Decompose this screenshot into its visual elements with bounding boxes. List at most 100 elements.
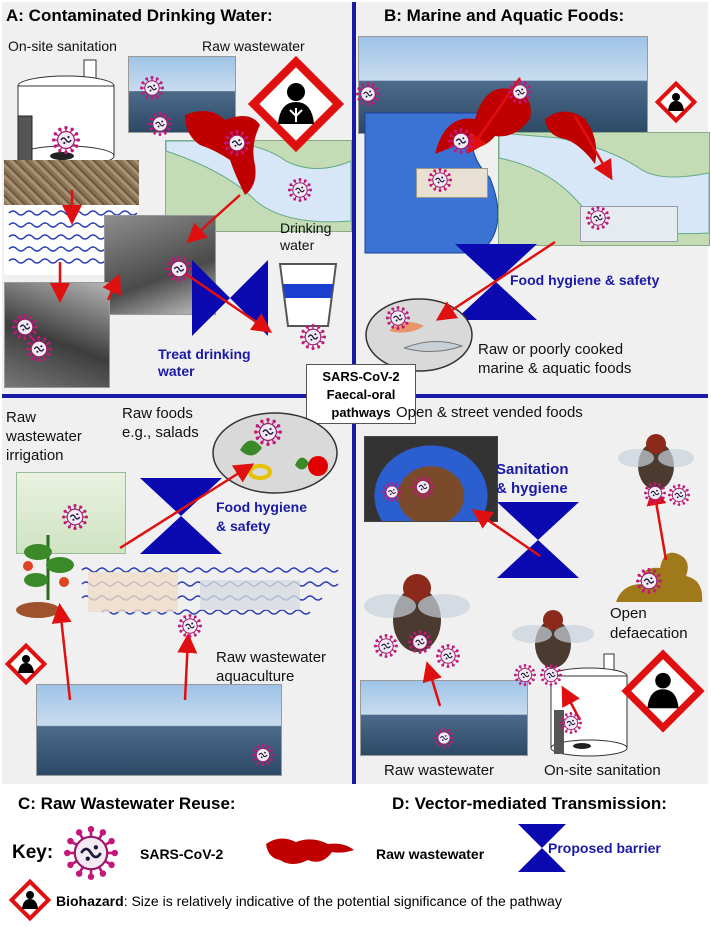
irrigation-line-3: irrigation [6, 447, 64, 464]
defaecation-line-2: defaecation [610, 625, 688, 642]
open-defaecation-label: Open defaecation [610, 604, 688, 644]
center-line-1: SARS-CoV-2 [322, 369, 400, 384]
wastewater-splash-a [180, 105, 280, 205]
key-wastewater-label: Raw wastewater [376, 846, 485, 862]
virus-icon [448, 128, 474, 154]
onsite-sanitation-label: On-site sanitation [8, 38, 117, 54]
quadrant-a-title: A: Contaminated Drinking Water: [6, 6, 273, 25]
center-line-2: Faecal-oral [326, 387, 396, 402]
key-biohazard-icon [8, 878, 52, 927]
virus-icon [508, 80, 532, 104]
virus-icon [254, 418, 282, 446]
virus-icon [374, 634, 398, 658]
raw-wastewater-irrigation-label: Raw wastewater irrigation [6, 408, 82, 465]
arrow-d-4 [561, 685, 582, 721]
sanitation-line-2: & hygiene [496, 480, 568, 497]
virus-icon [382, 482, 402, 502]
street-vended-foods-label: Open & street vended foods [396, 404, 583, 421]
arrow-a-4 [179, 268, 273, 333]
virus-icon [636, 568, 662, 594]
biohazard-icon-large-d [618, 646, 708, 741]
drinking-water-label: Drinking water [280, 220, 331, 254]
sanitation-line-1: Sanitation [496, 461, 569, 478]
virus-icon [166, 256, 192, 282]
virus-icon [52, 126, 80, 154]
virus-icon [300, 324, 326, 350]
aquaculture-line-2: aquaculture [216, 668, 295, 685]
virus-icon [12, 314, 38, 340]
key-biohazard-text: Biohazard: Size is relatively indicative… [56, 893, 562, 909]
virus-icon [668, 484, 690, 506]
quadrant-b-title: B: Marine and Aquatic Foods: [384, 6, 625, 25]
treat-drinking-water-label: Treat drinking water [158, 346, 251, 380]
center-line-3: pathways [331, 405, 391, 420]
arrow-c-2 [51, 603, 72, 701]
pathway-arrows [50, 77, 668, 721]
raw-cooked-line-2: marine & aquatic foods [478, 360, 632, 377]
raw-wastewater-label-d: Raw wastewater [384, 762, 495, 779]
key-label: Key: [12, 842, 54, 863]
raw-foods-line-1: Raw foods [122, 405, 193, 422]
onsite-sanitation-label-d: On-site sanitation [544, 762, 661, 779]
key-virus-label: SARS-CoV-2 [140, 846, 224, 862]
arrow-b-2 [573, 115, 613, 181]
biohazard-icon-small-b [654, 80, 698, 129]
food-hygiene-c-line-1: Food hygiene [216, 499, 307, 515]
arrow-d-1 [471, 509, 541, 558]
shrimp-photo-b [416, 168, 488, 198]
shrimp-image-c [88, 572, 178, 612]
drinking-water-line-1: Drinking [280, 220, 332, 236]
raw-cooked-foods-label: Raw or poorly cooked marine & aquatic fo… [478, 340, 631, 378]
virus-icons-layer [12, 76, 690, 766]
virus-icon [644, 482, 666, 504]
barrier-icon-d [495, 500, 581, 585]
key-wastewater-icon [262, 832, 358, 877]
arrow-b-1 [467, 77, 522, 155]
food-hygiene-c-line-2: & safety [216, 518, 271, 534]
defaecation-line-1: Open [610, 605, 647, 622]
treat-water-line-2: water [158, 363, 195, 379]
biohazard-icon-large-a [244, 52, 348, 161]
virus-icon [434, 728, 454, 748]
biohazard-icon-small-c [4, 642, 48, 691]
virus-icon [412, 476, 434, 498]
virus-icon [560, 712, 582, 734]
street-food-photo [364, 436, 498, 522]
food-hygiene-label-b: Food hygiene & safety [510, 272, 660, 288]
virus-icon [356, 82, 380, 106]
arrow-d-2 [422, 661, 442, 707]
virus-icon [514, 664, 536, 686]
sanitation-hygiene-label: Sanitation & hygiene [496, 460, 569, 498]
virus-icon [140, 76, 164, 100]
irrigation-line-2: wastewater [6, 428, 82, 445]
quadrant-c-title: C: Raw Wastewater Reuse: [18, 794, 236, 813]
fly-image-small [508, 604, 598, 679]
key-virus-icon [64, 826, 120, 882]
arrow-b-3 [435, 240, 556, 321]
food-hygiene-label-c: Food hygiene & safety [216, 498, 307, 536]
virus-icon [540, 664, 562, 686]
raw-foods-label: Raw foods e.g., salads [122, 404, 199, 442]
drinking-glass-icon [276, 258, 340, 335]
virus-icon [408, 630, 432, 654]
raw-wastewater-label-a: Raw wastewater [202, 38, 305, 54]
center-pathways-box: SARS-CoV-2 Faecal-oral pathways [306, 364, 416, 424]
arrow-c-1 [119, 463, 255, 550]
virus-icon [436, 644, 460, 668]
quadrant-d-title: D: Vector-mediated Transmission: [392, 794, 667, 813]
raw-foods-line-2: e.g., salads [122, 424, 199, 441]
virus-icon [224, 130, 250, 156]
aquaculture-line-1: Raw wastewater [216, 649, 327, 666]
key-biohazard-bold: Biohazard [56, 893, 124, 909]
tomato-plant-c [8, 530, 88, 625]
arrow-a-5 [102, 273, 121, 301]
raw-wastewater-aquaculture-label: Raw wastewater aquaculture [216, 648, 326, 686]
virus-icon [252, 744, 274, 766]
fish-farm-photo-c [36, 684, 282, 776]
virus-icon [386, 306, 410, 330]
virus-icon [148, 112, 172, 136]
virus-icon [288, 178, 312, 202]
raw-cooked-line-1: Raw or poorly cooked [478, 341, 624, 358]
virus-icon [178, 614, 202, 638]
arrow-a-3 [186, 194, 241, 244]
